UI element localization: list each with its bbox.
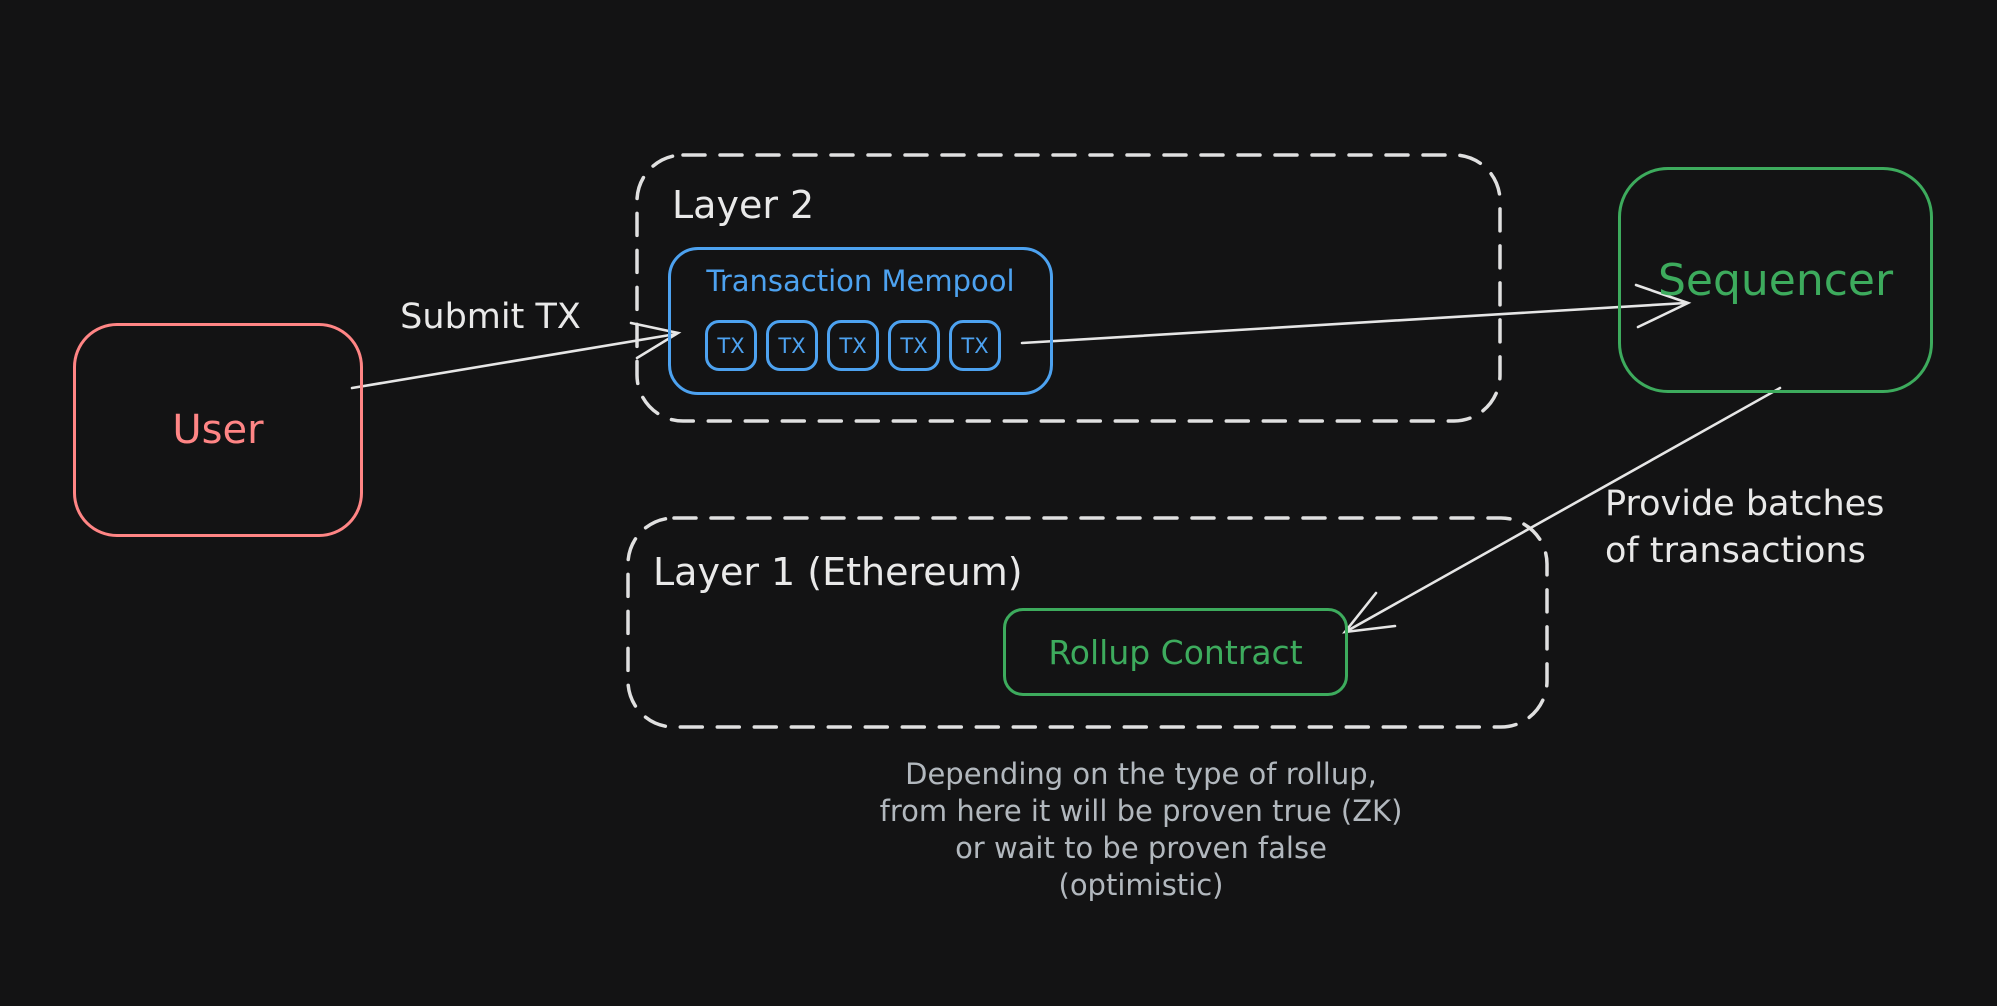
rollup-proof-caption: Depending on the type of rollup, from he… [876, 756, 1406, 904]
user-node: User [73, 323, 363, 537]
tx-row: TX TX TX TX TX [705, 320, 1001, 371]
submit-tx-label: Submit TX [400, 297, 581, 337]
layer1-dashed-container [626, 516, 1549, 729]
transaction-mempool-node: Transaction Mempool TX TX TX TX TX [668, 247, 1053, 395]
rollup-contract-node: Rollup Contract [1003, 608, 1348, 696]
provide-batches-label: Provide batches of transactions [1605, 481, 1884, 575]
tx-item: TX [705, 320, 757, 371]
tx-item: TX [827, 320, 879, 371]
caption-line1: Depending on the type of rollup, [905, 757, 1377, 791]
caption-line2: from here it will be proven true (ZK) [879, 794, 1403, 828]
layer2-dashed-container [635, 153, 1502, 423]
sequencer-node-label: Sequencer [1657, 254, 1894, 306]
provide-batches-line2: of transactions [1605, 531, 1866, 571]
submit-tx-arrow [350, 321, 682, 390]
tx-item: TX [888, 320, 940, 371]
user-node-label: User [172, 407, 264, 453]
provide-batches-line1: Provide batches [1605, 484, 1885, 524]
rollup-contract-label: Rollup Contract [1048, 632, 1303, 672]
layer2-container-label: Layer 2 [672, 183, 815, 227]
tx-item: TX [949, 320, 1001, 371]
sequencer-node: Sequencer [1618, 167, 1933, 393]
tx-item: TX [766, 320, 818, 371]
layer1-container-label: Layer 1 (Ethereum) [653, 550, 1023, 594]
caption-line3: or wait to be proven false (optimistic) [955, 831, 1327, 902]
mempool-to-sequencer-arrow [1020, 283, 1692, 345]
transaction-mempool-title: Transaction Mempool [706, 264, 1015, 298]
